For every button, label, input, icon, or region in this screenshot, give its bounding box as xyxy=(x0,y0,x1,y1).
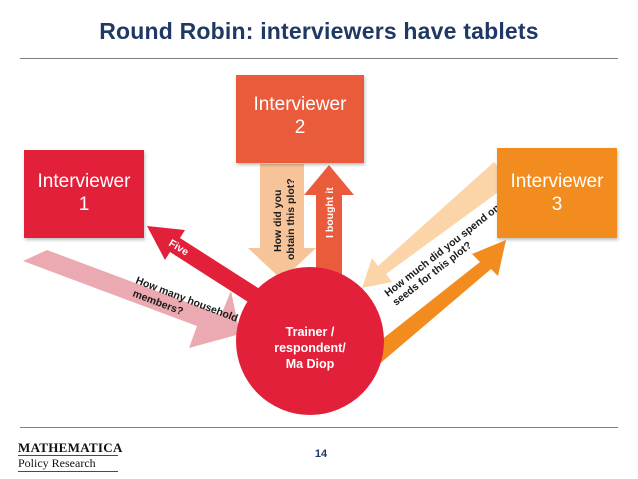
footer-divider xyxy=(20,427,618,428)
interviewer-3-label: Interviewer xyxy=(510,171,604,192)
arrow-answer-2 xyxy=(304,165,354,278)
interviewer-1-label: Interviewer xyxy=(37,171,131,192)
answer-2-label: I bought it xyxy=(324,187,336,238)
arrow-question-3 xyxy=(362,162,512,288)
interviewer-2-node: Interviewer 2 xyxy=(236,75,364,163)
center-label-line2: respondent/ xyxy=(274,341,346,355)
arrow-question-2 xyxy=(248,164,316,280)
interviewer-1-node: Interviewer 1 xyxy=(24,150,144,238)
center-label-line3: Ma Diop xyxy=(286,357,335,371)
question-2-line2: obtain this plot? xyxy=(285,178,297,260)
interviewer-3-number: 3 xyxy=(551,194,563,215)
arrow-answer-1 xyxy=(147,226,266,307)
arrow-answer-3 xyxy=(366,240,506,366)
question-2-line1: How did you xyxy=(272,190,284,252)
mathematica-logo: MATHEMATICA Policy Research xyxy=(18,440,123,472)
center-label-line1: Trainer / xyxy=(286,325,335,339)
page-number: 14 xyxy=(314,448,328,460)
interviewer-1-number: 1 xyxy=(78,194,90,215)
title-divider xyxy=(20,58,618,59)
interviewer-2-number: 2 xyxy=(294,117,306,138)
arrow-question-1 xyxy=(23,250,240,348)
center-node xyxy=(236,267,384,415)
slide-title: Round Robin: interviewers have tablets xyxy=(99,18,539,44)
logo-subtitle: Policy Research xyxy=(18,456,118,472)
logo-wordmark: MATHEMATICA xyxy=(18,440,123,456)
interviewer-2-label: Interviewer xyxy=(253,94,347,115)
interviewer-3-node: Interviewer 3 xyxy=(497,148,617,238)
